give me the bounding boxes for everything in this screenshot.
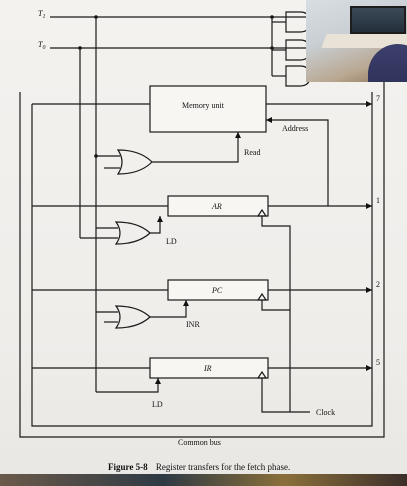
pc-inr-arrow [183, 300, 189, 306]
ar-ld-label: LD [166, 237, 177, 246]
address-label: Address [282, 124, 308, 133]
figure-number: Figure 5-8 [108, 462, 148, 472]
bus-2-label: 2 [376, 280, 380, 289]
bus-1-arrow [366, 203, 372, 209]
ir-ld-label: LD [152, 400, 163, 409]
read-arrow [235, 132, 241, 138]
t0-label: T0 [38, 40, 45, 51]
bus-2-arrow [366, 287, 372, 293]
ar-ld-arrow [157, 216, 163, 222]
bus-1-label: 1 [376, 196, 380, 205]
ar-ld-line [150, 216, 160, 233]
webcam-monitor [350, 6, 406, 34]
ir-ld-arrow [155, 378, 161, 384]
pc-inr-gate [116, 306, 150, 328]
bus-5-arrow [366, 365, 372, 371]
address-arrow [266, 117, 272, 123]
clock-label: Clock [316, 408, 335, 417]
pc-label: PC [211, 286, 223, 295]
ar-ld-gate [116, 222, 150, 244]
clock-line-ir [262, 378, 310, 412]
pc-inr-label: INR [186, 320, 200, 329]
bus-5-label: 5 [376, 358, 380, 367]
ar-label: AR [211, 202, 222, 211]
t1-label: T1 [38, 9, 45, 20]
common-bus-outline [20, 82, 384, 437]
read-label: Read [244, 148, 260, 157]
figure-caption: Figure 5-8 Register transfers for the fe… [108, 462, 290, 472]
common-bus-label: Common bus [178, 438, 221, 447]
webcam-overlay [306, 0, 407, 82]
ir-ld-line [96, 378, 158, 392]
ir-label: IR [203, 364, 212, 373]
clock-line-ar [262, 216, 290, 412]
memory-unit-label: Memory unit [182, 101, 225, 110]
video-frame-bottom-strip [0, 474, 407, 486]
clock-line-pc [262, 300, 290, 310]
figure-caption-text: Register transfers for the fetch phase. [156, 462, 290, 472]
bus-7-arrow [366, 101, 372, 107]
read-line [152, 132, 238, 162]
read-or-gate [118, 150, 152, 174]
webcam-person [368, 44, 407, 82]
pc-inr-line [150, 300, 186, 317]
read-junction-dot [94, 154, 98, 158]
bus-7-label: 7 [376, 94, 380, 103]
